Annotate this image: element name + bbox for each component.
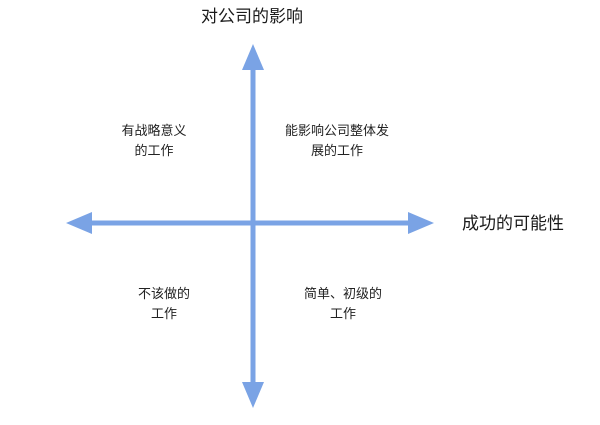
x-axis-arrow-right [408, 212, 434, 234]
quadrant-top-left-line-2: 的工作 [134, 144, 174, 159]
x-axis-title: 成功的可能性 [462, 214, 564, 234]
quadrant-bottom-left-line-2: 工作 [150, 307, 177, 322]
y-axis-arrow-up [242, 44, 264, 70]
quadrant-bottom-left: 不该做的 工作 [94, 285, 234, 325]
quadrant-top-left-line-1: 有战略意义 [121, 124, 187, 139]
quadrant-top-right: 能影响公司整体发 展的工作 [267, 122, 407, 162]
quadrant-top-right-line-1: 能影响公司整体发 [284, 124, 389, 139]
y-axis-title: 对公司的影响 [201, 7, 303, 27]
quadrant-bottom-right-line-2: 工作 [329, 307, 356, 322]
y-axis-arrow-down [242, 382, 264, 408]
quadrant-bottom-right-line-1: 简单、初级的 [303, 287, 382, 302]
quadrant-top-left: 有战略意义 的工作 [84, 122, 224, 162]
quadrant-bottom-right: 简单、初级的 工作 [273, 285, 413, 325]
quadrant-top-right-line-2: 展的工作 [310, 144, 363, 159]
x-axis-arrow-left [66, 212, 92, 234]
quadrant-bottom-left-line-1: 不该做的 [137, 287, 190, 302]
